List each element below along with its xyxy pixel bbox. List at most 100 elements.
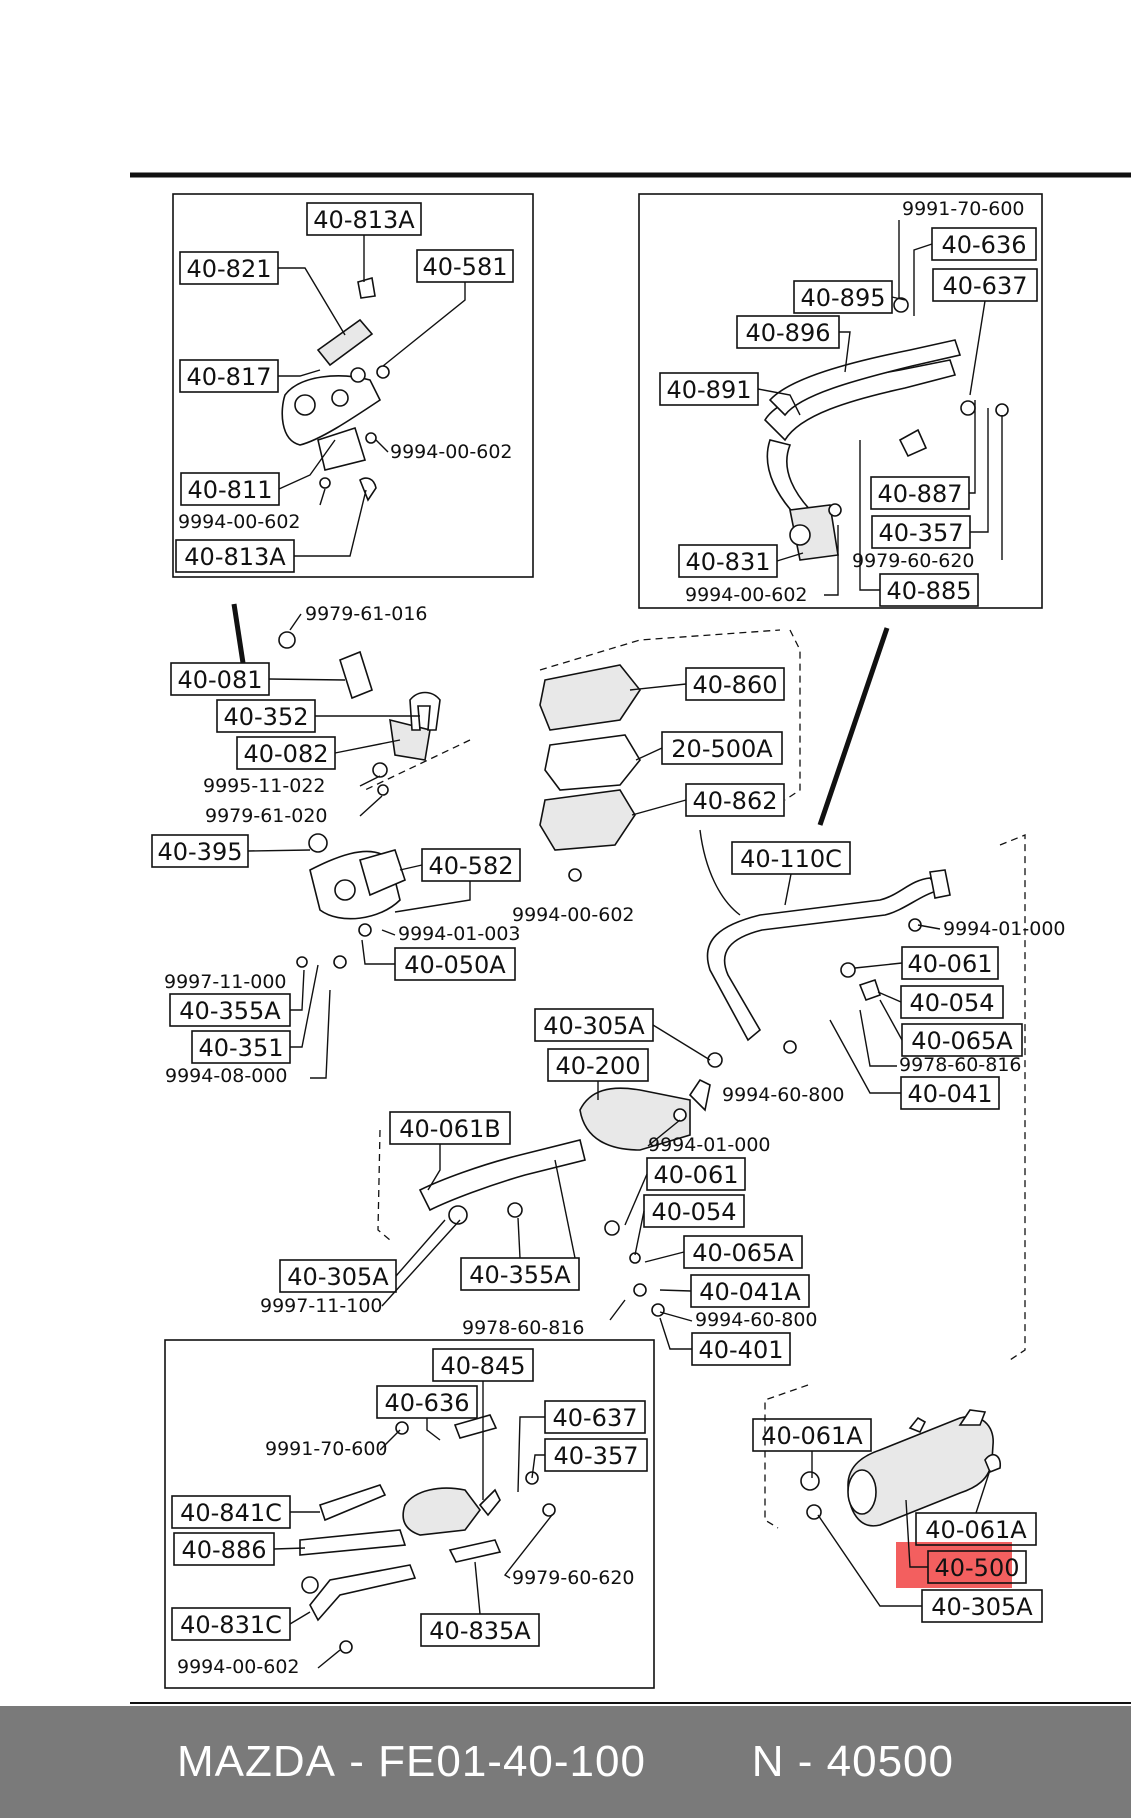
svg-text:40-061A: 40-061A [925, 1516, 1027, 1544]
muffler-40-500 [800, 1409, 1002, 1527]
svg-text:40-054: 40-054 [651, 1198, 736, 1226]
svg-text:40-041A: 40-041A [699, 1278, 801, 1306]
label-9994-00-602-c: 9994-00-602 [685, 584, 808, 606]
label-20-500A: 20-500A [661, 731, 783, 765]
label-9979-61-016: 9979-61-016 [305, 603, 428, 625]
label-9994-00-602-d: 9994-00-602 [512, 904, 635, 926]
svg-text:40-841C: 40-841C [180, 1499, 282, 1527]
label-40-636-b: 40-636 [376, 1385, 478, 1419]
svg-text:40-891: 40-891 [666, 376, 751, 404]
svg-text:40-082: 40-082 [243, 740, 328, 768]
label-9978-60-816-b: 9978-60-816 [462, 1317, 585, 1339]
footer-part-number: FE01-40-100 [378, 1737, 646, 1786]
dashed-outline-shield [539, 629, 781, 671]
label-40-637-a: 40-637 [932, 268, 1038, 302]
label-40-835A: 40-835A [420, 1613, 540, 1647]
footer-gap [646, 1737, 752, 1787]
frame-top-left [172, 193, 534, 578]
label-40-061A-b: 40-061A [915, 1512, 1037, 1546]
label-40-061-b: 40-061 [646, 1157, 746, 1191]
dashed-bracket-left [364, 739, 471, 791]
label-40-895: 40-895 [793, 280, 893, 314]
svg-text:40-041: 40-041 [907, 1080, 992, 1108]
svg-text:40-357: 40-357 [553, 1442, 638, 1470]
svg-text:40-581: 40-581 [422, 253, 507, 281]
svg-text:40-886: 40-886 [181, 1536, 266, 1564]
footer-position: N - 40500 [751, 1737, 954, 1786]
svg-text:40-110C: 40-110C [740, 845, 842, 873]
label-40-891: 40-891 [659, 372, 759, 406]
exhaust-manifold-top-left [281, 276, 390, 502]
label-9997-11-000: 9997-11-000 [164, 971, 287, 993]
label-40-110C: 40-110C [731, 841, 851, 875]
footer-brand: MAZDA [177, 1737, 337, 1786]
svg-text:40-081: 40-081 [177, 666, 262, 694]
svg-text:40-061: 40-061 [907, 950, 992, 978]
svg-text:40-811: 40-811 [187, 476, 272, 504]
label-40-401: 40-401 [691, 1332, 791, 1366]
svg-text:40-065A: 40-065A [911, 1027, 1013, 1055]
svg-text:40-835A: 40-835A [429, 1617, 531, 1645]
part-number-footer: MAZDA - FE01-40-100 N - 40500 [0, 1706, 1131, 1818]
dashed-outline-cat [784, 629, 801, 801]
label-9979-60-620-b: 9979-60-620 [512, 1567, 635, 1589]
label-40-054-a: 40-054 [900, 985, 1004, 1019]
label-9994-01-003: 9994-01-003 [398, 923, 521, 945]
footer-separator: - [336, 1737, 379, 1786]
svg-text:40-054: 40-054 [909, 989, 994, 1017]
svg-text:40-500: 40-500 [934, 1554, 1019, 1582]
label-9994-00-602-b: 9994-00-602 [178, 511, 301, 533]
label-40-582: 40-582 [421, 848, 521, 882]
label-9997-11-100: 9997-11-100 [260, 1295, 383, 1317]
svg-text:40-065A: 40-065A [692, 1239, 794, 1267]
dashed-outline-muffler [764, 1384, 809, 1529]
svg-text:40-351: 40-351 [198, 1034, 283, 1062]
label-40-351: 40-351 [191, 1030, 291, 1064]
svg-text:40-061: 40-061 [653, 1161, 738, 1189]
pointer-arrow-right [817, 627, 890, 826]
svg-text:40-637: 40-637 [942, 272, 1027, 300]
label-9994-01-000-a: 9994-01-000 [943, 918, 1066, 940]
svg-text:40-887: 40-887 [877, 480, 962, 508]
svg-text:40-637: 40-637 [552, 1404, 637, 1432]
svg-text:40-831: 40-831 [685, 548, 770, 576]
label-40-831: 40-831 [678, 544, 778, 578]
label-40-352: 40-352 [216, 699, 316, 733]
svg-text:40-860: 40-860 [692, 671, 777, 699]
svg-text:40-061A: 40-061A [761, 1422, 863, 1450]
exhaust-pipe-assembly-top-right [763, 297, 1009, 561]
svg-text:40-582: 40-582 [428, 852, 513, 880]
label-40-395: 40-395 [151, 834, 249, 868]
label-40-061B: 40-061B [389, 1111, 511, 1145]
svg-text:40-636: 40-636 [384, 1389, 469, 1417]
label-40-581: 40-581 [416, 249, 514, 283]
label-40-817: 40-817 [179, 359, 279, 393]
label-40-355A-a: 40-355A [169, 993, 291, 1027]
label-40-845: 40-845 [432, 1348, 534, 1382]
svg-text:40-636: 40-636 [941, 231, 1026, 259]
label-40-061-a: 40-061 [901, 946, 999, 980]
label-40-355A-b: 40-355A [460, 1257, 580, 1291]
svg-text:40-862: 40-862 [692, 787, 777, 815]
label-40-860: 40-860 [685, 667, 785, 701]
svg-text:40-050A: 40-050A [404, 951, 506, 979]
svg-text:40-885: 40-885 [886, 577, 971, 605]
label-40-081: 40-081 [170, 662, 270, 696]
catalytic-converter-heat-shields [539, 664, 641, 882]
label-9994-60-800-b: 9994-60-800 [695, 1309, 818, 1331]
pointer-arrow-left [231, 603, 246, 664]
curve-connector [699, 829, 741, 916]
label-40-813A-top: 40-813A [306, 202, 422, 236]
svg-text:40-831C: 40-831C [180, 1611, 282, 1639]
svg-text:40-305A: 40-305A [931, 1593, 1033, 1621]
label-40-637-b: 40-637 [544, 1400, 646, 1434]
label-40-887: 40-887 [870, 476, 970, 510]
svg-text:40-305A: 40-305A [287, 1263, 389, 1291]
label-40-831C: 40-831C [171, 1607, 291, 1641]
svg-text:40-200: 40-200 [555, 1052, 640, 1080]
label-40-357-b: 40-357 [544, 1438, 648, 1472]
dashed-outline-pipe [999, 834, 1026, 1361]
label-9994-01-000-b: 9994-01-000 [648, 1134, 771, 1156]
label-40-061A-a: 40-061A [752, 1418, 872, 1452]
